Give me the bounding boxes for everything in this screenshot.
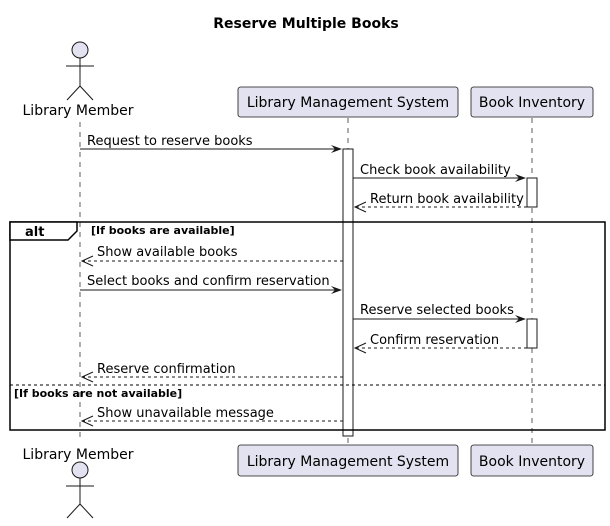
participant-label: Library Member (23, 103, 134, 119)
message-show-unavailable: Show unavailable message (80, 406, 343, 427)
activation-bar-inventory-check (526, 177, 538, 208)
message-label: Show unavailable message (97, 406, 274, 421)
message-label: Request to reserve books (87, 134, 253, 149)
alt-tab (9, 221, 78, 241)
open-arrowhead-icon (80, 371, 94, 383)
message-check-availability: Check book availability (353, 163, 526, 182)
participant-label: Book Inventory (479, 95, 585, 111)
participant-label: Library Member (23, 447, 134, 463)
open-arrowhead-icon (353, 201, 367, 213)
participant-book-inventory-bottom: Book Inventory (470, 444, 594, 477)
open-arrowhead-icon (80, 415, 94, 427)
alt-keyword: alt (25, 225, 44, 240)
alt-fragment: alt [If books are available] [If books a… (9, 221, 606, 431)
actor-figure-icon (66, 478, 94, 519)
message-label: Return book availability (370, 192, 524, 207)
message-show-available: Show available books (80, 245, 343, 267)
message-label: Confirm reservation (370, 333, 499, 348)
participant-library-management-system-top: Library Management System (237, 86, 459, 118)
message-label: Select books and confirm reservation (87, 274, 330, 289)
diagram-title: Reserve Multiple Books (213, 16, 398, 32)
arrowhead-icon (515, 315, 526, 323)
message-confirm-reservation: Confirm reservation (353, 333, 527, 354)
activation-bar-inventory-reserve (526, 318, 538, 349)
arrowhead-icon (515, 174, 526, 182)
actor-head-icon (71, 461, 89, 479)
alt-guard-available: [If books are available] (91, 224, 235, 237)
participant-box (237, 444, 459, 477)
message-label: Reserve confirmation (97, 362, 236, 377)
message-reserve-confirmation: Reserve confirmation (80, 362, 343, 383)
participant-box (470, 86, 594, 118)
open-arrowhead-icon (80, 255, 94, 267)
activation-bar-system (342, 148, 354, 437)
alt-guard-unavailable: [If books are not available] (14, 387, 182, 400)
message-request-reserve: Request to reserve books (80, 134, 342, 153)
message-label: Reserve selected books (360, 303, 514, 318)
participant-box (237, 86, 459, 118)
alt-frame (9, 221, 606, 431)
message-select-confirm: Select books and confirm reservation (80, 274, 342, 294)
actor-library-member-top: Library Member (23, 41, 134, 119)
participant-library-management-system-bottom: Library Management System (237, 444, 459, 477)
participant-label: Library Management System (247, 95, 449, 111)
message-label: Check book availability (360, 163, 511, 178)
participant-label: Library Management System (247, 454, 449, 470)
actor-figure-icon (66, 58, 94, 101)
participant-box (470, 444, 594, 477)
message-reserve-selected: Reserve selected books (353, 303, 526, 323)
message-return-availability: Return book availability (353, 192, 527, 213)
arrowhead-icon (331, 286, 342, 294)
arrowhead-icon (331, 145, 342, 153)
participant-label: Book Inventory (479, 454, 585, 470)
actor-library-member-bottom: Library Member (23, 447, 134, 519)
actor-head-icon (71, 41, 89, 59)
participant-book-inventory-top: Book Inventory (470, 86, 594, 118)
open-arrowhead-icon (353, 342, 367, 354)
message-label: Show available books (97, 245, 238, 260)
